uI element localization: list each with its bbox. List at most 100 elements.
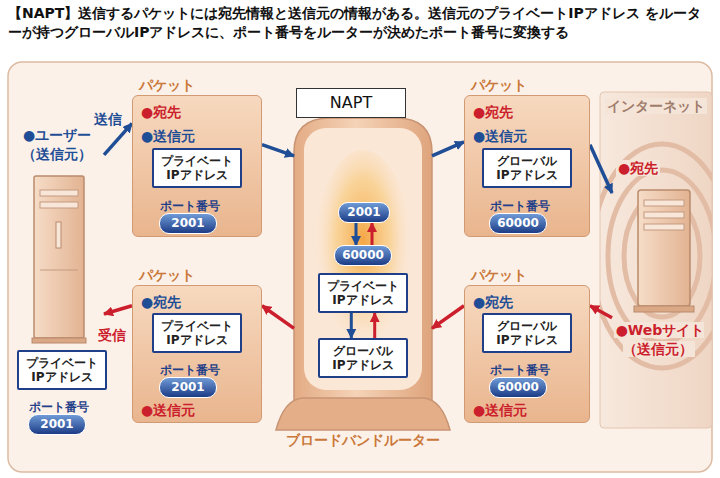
web-server: ●宛先 ●Webサイト （送信元） <box>612 150 706 365</box>
text-holder: ●宛先 <box>616 158 660 177</box>
text-holder: インターネット <box>604 96 708 115</box>
pc-slot <box>56 222 61 248</box>
text-holder: ●宛先 <box>141 102 181 121</box>
user-terminal: ●ユーザー （送信元）プライベート IPアドレスポート番号2001 <box>10 125 104 440</box>
connector-arrow <box>104 306 132 314</box>
ip-address-text: グローバル IPアドレス <box>484 154 570 183</box>
ip-address-text: プライベート IPアドレス <box>154 154 240 183</box>
text-holder: パケット <box>471 75 527 94</box>
text-holder: ●Webサイト （送信元） <box>612 320 706 358</box>
packet-heading: パケット <box>139 267 195 283</box>
server-bay <box>644 212 684 218</box>
text-holder: 2001 <box>29 415 85 434</box>
text-holder: ●送信元 <box>141 126 195 145</box>
text-holder: パケット <box>139 265 195 284</box>
ip-address-text: プライベート IPアドレス <box>154 319 240 348</box>
router-body <box>276 118 450 430</box>
text-holder: パケット <box>139 75 195 94</box>
signal-ring <box>600 144 712 368</box>
text-holder: ポート番号 <box>490 359 550 378</box>
router-label: ブロードバンドルーター <box>286 432 440 448</box>
server-bay <box>644 200 684 206</box>
port-pill: 60000 <box>334 245 392 266</box>
signal-ring <box>608 170 712 342</box>
title-holder: 【NAPT】送信するパケットには宛先情報と送信元の情報がある。送信元のプライベー… <box>8 4 714 42</box>
text-holder: ポート番号 <box>490 195 550 214</box>
port-number: 60000 <box>342 248 384 262</box>
text-holder: ブロードバンドルーター <box>264 430 462 449</box>
source-label: ●送信元 <box>141 128 195 144</box>
text-holder: ポート番号 <box>29 396 89 415</box>
pc-drive-bay <box>40 190 78 196</box>
port-number: 60000 <box>497 216 539 230</box>
port-number: 2001 <box>171 216 204 230</box>
text-holder: ●送信元 <box>473 400 527 419</box>
text-holder: 2001 <box>339 203 389 222</box>
server-bay <box>644 224 684 230</box>
text-holder: グローバル IPアドレス <box>484 150 570 186</box>
source-label: ●送信元 <box>473 402 527 418</box>
text-holder: プライベート IPアドレス <box>154 150 240 186</box>
connector-arrow <box>262 145 294 156</box>
port-pill: ポート番号2001 <box>28 414 86 435</box>
port-label: ポート番号 <box>160 199 220 213</box>
port-number: 2001 <box>40 417 73 431</box>
edge-label: 受信 <box>96 327 128 343</box>
connector-arrow <box>354 223 357 245</box>
ip-address-text: プライベート IPアドレス <box>19 356 105 385</box>
packet-box: パケット●宛先●送信元プライベート IPアドレスポート番号2001 <box>132 285 262 423</box>
text-holder: 2001 <box>160 378 216 397</box>
port-number: 2001 <box>171 380 204 394</box>
connector-arrow <box>373 313 376 338</box>
packet-box: パケット●宛先●送信元グローバル IPアドレスポート番号60000 <box>464 285 590 423</box>
internet-label: インターネット <box>605 98 707 114</box>
napt-label: NAPT <box>330 93 372 112</box>
connector-arrow <box>262 306 294 329</box>
ip-address-text: グローバル IPアドレス <box>320 344 406 373</box>
port-pill: ポート番号60000 <box>489 213 547 234</box>
port-label: ポート番号 <box>490 199 550 213</box>
ip-address-text: プライベート IPアドレス <box>320 279 406 308</box>
text-holder: プライベート IPアドレス <box>320 275 406 311</box>
connector-arrow <box>104 123 132 155</box>
signal-rings <box>600 144 712 368</box>
router-case <box>294 118 432 425</box>
text-holder: グローバル IPアドレス <box>320 340 406 376</box>
pc-foot <box>32 338 86 343</box>
text-holder: プライベート IPアドレス <box>19 352 105 388</box>
connector-arrow <box>590 306 612 318</box>
destination-label: ●宛先 <box>473 104 513 120</box>
user-label: ●ユーザー （送信元） <box>22 127 92 162</box>
ip-address-box: プライベート IPアドレス <box>152 148 242 188</box>
internet-region: インターネット ●宛先 ●Webサイト （送信元） <box>600 92 712 428</box>
server-stand <box>634 306 694 312</box>
port-number: 60000 <box>497 380 539 394</box>
connector-arrow <box>432 142 464 156</box>
text-holder: ●送信元 <box>141 400 195 419</box>
source-label: ●送信元 <box>473 128 527 144</box>
port-pill: ポート番号60000 <box>489 377 547 398</box>
text-holder: 60000 <box>335 246 391 265</box>
packet-heading: パケット <box>139 77 195 93</box>
port-pill: 2001 <box>338 202 390 223</box>
web-server <box>634 190 694 312</box>
port-label: ポート番号 <box>160 363 220 377</box>
port-label: ポート番号 <box>490 363 550 377</box>
port-number: 2001 <box>347 205 380 219</box>
text-holder: プライベート IPアドレス <box>154 315 240 351</box>
website-label: ●Webサイト （送信元） <box>614 322 705 357</box>
ip-address-box: プライベート IPアドレス <box>318 273 408 313</box>
pc-drive-bay <box>40 202 78 208</box>
ip-address-text: グローバル IPアドレス <box>484 319 570 348</box>
text-holder: ●送信元 <box>473 126 527 145</box>
connector-arrow <box>590 145 612 193</box>
text-holder: ●宛先 <box>473 292 513 311</box>
source-label: ●送信元 <box>141 402 195 418</box>
text-holder: パケット <box>471 265 527 284</box>
text-holder: 受信 <box>96 325 128 344</box>
connector-arrow <box>370 223 373 245</box>
user-pc <box>32 176 86 343</box>
text-holder: ●宛先 <box>473 102 513 121</box>
